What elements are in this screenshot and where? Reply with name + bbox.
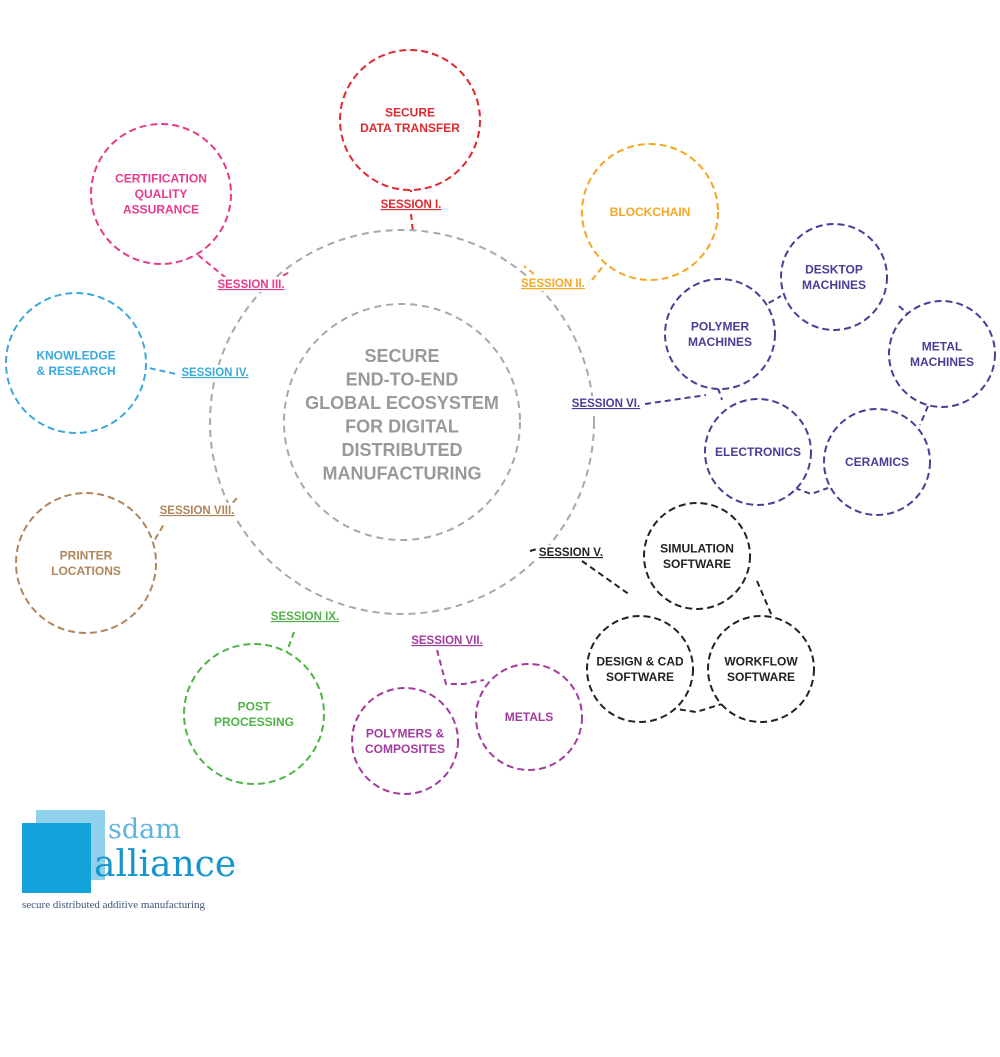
printer-locations-circle	[15, 492, 157, 634]
polymer-machines-label: POLYMER	[691, 319, 750, 333]
connector-line	[581, 560, 631, 596]
center-title-line: END-TO-END	[346, 370, 459, 390]
polymers-composites-circle	[351, 687, 459, 795]
inner-ring	[283, 303, 521, 541]
workflow-software-label: SOFTWARE	[727, 670, 795, 684]
connector-line	[794, 487, 829, 496]
session-label-background	[408, 633, 486, 648]
connector-line	[529, 547, 541, 552]
session-label-s8: SESSION VIII.	[160, 505, 235, 517]
polymer-machines-label: MACHINES	[688, 335, 752, 349]
session-label-background	[178, 365, 252, 380]
node-labels: SECURE DATA TRANSFER BLOCKCHAIN CERTIFICATI…	[36, 105, 974, 756]
center-title-line: MANUFACTURING	[323, 464, 482, 484]
connector-line	[285, 631, 295, 655]
secure-data-transfer-label: DATA TRANSFER	[360, 121, 460, 135]
metal-machines-label: MACHINES	[910, 355, 974, 369]
simulation-software-label: SIMULATION	[660, 541, 734, 555]
session-label-s4: SESSION IV.	[181, 367, 248, 379]
design-cad-software-circle	[586, 615, 694, 723]
session-label-background	[267, 609, 343, 624]
simulation-software-label: SOFTWARE	[663, 557, 731, 571]
session-label-background	[518, 276, 588, 291]
workflow-software-circle	[707, 615, 815, 723]
logo-tagline: secure distributed additive manufacturin…	[22, 899, 205, 911]
connector-line	[523, 265, 535, 275]
center-title-line: FOR DIGITAL	[345, 417, 459, 437]
metal-machines-circle	[888, 300, 996, 408]
printer-locations-label: PRINTER	[60, 548, 113, 562]
knowledge-label: & RESEARCH	[36, 364, 115, 378]
blockchain-label: BLOCKCHAIN	[610, 205, 691, 219]
certification-circle	[90, 123, 232, 265]
post-processing-label: POST	[238, 699, 271, 713]
sdam-alliance-logo: sdam alliance secure distributed additiv…	[22, 810, 236, 911]
certification-label: CERTIFICATION	[115, 172, 207, 186]
ceramics-circle	[823, 408, 931, 516]
logo-text-alliance: alliance	[94, 844, 236, 885]
post-processing-circle	[183, 643, 325, 785]
knowledge-label: KNOWLEDGE	[36, 348, 115, 362]
certification-label: QUALITY	[135, 187, 188, 201]
logo-square-dark	[22, 823, 91, 893]
session-label-s3: SESSION III.	[217, 279, 284, 291]
workflow-software-label: WORKFLOW	[724, 654, 798, 668]
session-label-s2: SESSION II.	[521, 278, 585, 290]
connector-line	[644, 394, 707, 405]
connector-line	[669, 703, 723, 714]
connector-line	[756, 580, 773, 617]
session-label-s1: SESSION I.	[381, 199, 442, 211]
secure-data-transfer-circle	[339, 49, 481, 191]
desktop-machines-label: MACHINES	[802, 278, 866, 292]
desktop-machines-label: DESKTOP	[805, 262, 863, 276]
session-label-s6: SESSION VI.	[572, 398, 640, 410]
session-label-background	[156, 503, 238, 518]
polymer-machines-circle	[664, 278, 776, 390]
session-labels: SESSION I. SESSION II. SESSION III. SESSION…	[156, 197, 644, 648]
simulation-software-circle	[643, 502, 751, 610]
session-label-background	[214, 277, 288, 292]
metal-machines-label: METAL	[922, 339, 962, 353]
knowledge-circle	[5, 292, 147, 434]
outer-ring	[209, 229, 595, 615]
polymers-composites-label: POLYMERS &	[366, 726, 445, 740]
connector-line	[436, 649, 485, 685]
session-label-background	[377, 197, 445, 212]
connector-line	[139, 365, 177, 375]
center-title-line: DISTRIBUTED	[342, 440, 463, 460]
polymers-composites-label: COMPOSITES	[365, 742, 445, 756]
connector-line	[717, 387, 723, 401]
connector-line	[919, 405, 929, 426]
metals-circle	[475, 663, 583, 771]
connector-line	[197, 254, 227, 279]
printer-locations-label: LOCATIONS	[51, 564, 121, 578]
desktop-machines-circle	[780, 223, 888, 331]
electronics-circle	[704, 398, 812, 506]
design-cad-software-label: DESIGN & CAD	[596, 654, 684, 668]
ceramics-label: CERAMICS	[845, 455, 909, 469]
center-title-line: GLOBAL ECOSYSTEM	[305, 393, 499, 413]
logo-text-sdam: sdam	[108, 814, 181, 845]
central-ecosystem: SECURE END-TO-END GLOBAL ECOSYSTEM FOR DIGI…	[209, 229, 595, 615]
certification-label: ASSURANCE	[123, 203, 199, 217]
node-circles	[5, 49, 996, 795]
blockchain-circle	[581, 143, 719, 281]
session-label-background	[535, 545, 607, 560]
electronics-label: ELECTRONICS	[715, 445, 801, 459]
post-processing-label: PROCESSING	[214, 715, 294, 729]
metals-label: METALS	[505, 710, 553, 724]
session-label-s7: SESSION VII.	[411, 635, 483, 647]
session-label-s5: SESSION V.	[539, 547, 603, 559]
center-title-line: SECURE	[364, 346, 439, 366]
session-label-s9: SESSION IX.	[271, 611, 339, 623]
design-cad-software-label: SOFTWARE	[606, 670, 674, 684]
connector-line	[410, 213, 414, 233]
session-label-background	[568, 396, 644, 411]
secure-data-transfer-label: SECURE	[385, 105, 435, 119]
